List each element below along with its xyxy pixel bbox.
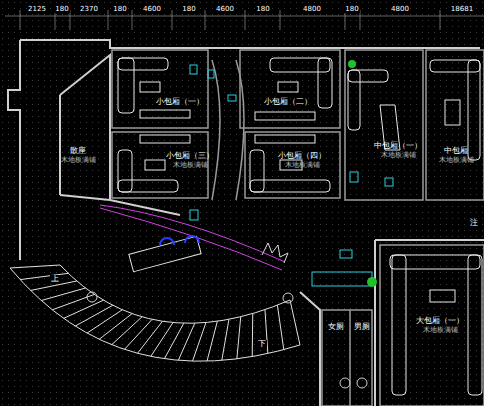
room-label: 男厕 (352, 321, 372, 333)
stair-tread (207, 321, 217, 361)
floor-note: 木地板满铺 (278, 161, 326, 170)
dimension: 4800 (390, 5, 410, 13)
stair-tread (124, 319, 152, 349)
stair-tread (41, 288, 85, 300)
dimension: 2125 (27, 5, 47, 13)
room-name: 小包厢（三） (166, 151, 214, 161)
room-label: 散座木地板满铺 (59, 145, 98, 166)
dimension: 4600 (142, 5, 162, 13)
stair-tread (138, 321, 163, 353)
stair-tread (20, 273, 68, 279)
room-label: 中包厢（一）木地板满铺 (372, 140, 424, 161)
stair-tread (10, 265, 60, 268)
dimension: 180 (344, 5, 359, 13)
room-label: 大包厢（一）木地板满铺 (414, 315, 466, 336)
stair-tread (178, 323, 194, 360)
room-name: 小包厢（一） (156, 97, 204, 107)
room-name: 女厕 (328, 322, 344, 332)
room-label: 小包厢（三）木地板满铺 (164, 150, 216, 171)
stair-tread (151, 323, 173, 357)
floor-note: 木地板满铺 (61, 156, 96, 165)
floor-note: 木地板满铺 (416, 326, 464, 335)
stair-tread (222, 319, 229, 360)
room-label: 小包厢（四）木地板满铺 (276, 150, 328, 171)
dimension: 180 (112, 5, 127, 13)
note: 下 (257, 340, 267, 348)
room-name: 大包厢（一） (416, 316, 464, 326)
room-name: 小包厢（四） (278, 151, 326, 161)
stair-tread (99, 314, 132, 340)
note: 注 (469, 219, 479, 227)
dimension: 18681 (450, 5, 474, 13)
room-label: 小包厢（二） (262, 96, 314, 108)
room-name: 小包厢（二） (264, 97, 312, 107)
stair-tread (290, 300, 300, 345)
dimension: 4600 (215, 5, 235, 13)
stair-tread (193, 322, 206, 361)
note: 上 (50, 275, 60, 283)
room-label: 小包厢（一） (154, 96, 206, 108)
stair-tread (64, 300, 104, 318)
room-label: 女厕 (326, 321, 346, 333)
stair-tread (237, 317, 241, 359)
dimension: 180 (54, 5, 69, 13)
dimension: 4800 (302, 5, 322, 13)
dimension: 180 (255, 5, 270, 13)
room-name: 散座 (61, 146, 96, 156)
stair-tread (87, 310, 122, 333)
room-name: 男厕 (354, 322, 370, 332)
room-name: 中包厢（一） (374, 141, 422, 151)
floor-note: 木地板满铺 (166, 161, 214, 170)
dimension: 2370 (79, 5, 99, 13)
stair-tread (112, 317, 142, 345)
dimension: 180 (181, 5, 196, 13)
floor-note: 木地板满铺 (374, 151, 422, 160)
stair-tread (75, 305, 113, 326)
stair-tread (252, 313, 254, 356)
room-name: 中包厢 (439, 146, 474, 156)
stair-tread (277, 305, 283, 349)
room-label: 中包厢木地板满铺 (437, 145, 476, 166)
floor-note: 木地板满铺 (439, 156, 474, 165)
